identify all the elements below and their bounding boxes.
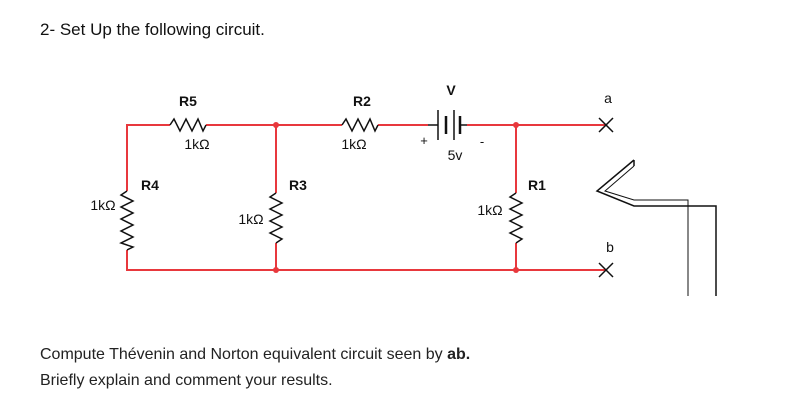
resistor-r4 <box>119 190 135 251</box>
label-r1-value: 1kΩ <box>477 202 502 218</box>
resistors <box>119 117 524 251</box>
question-line-1: Compute Thévenin and Norton equivalent c… <box>40 346 470 364</box>
question-text: Compute Thévenin and Norton equivalent c… <box>40 346 448 363</box>
label-r2-name: R2 <box>353 93 371 109</box>
wire-bottom <box>126 250 606 271</box>
terminal-b-mark <box>598 262 614 278</box>
label-r3-value: 1kΩ <box>238 211 263 227</box>
battery-v <box>428 110 467 140</box>
label-r2-value: 1kΩ <box>341 136 366 152</box>
connector-shape <box>595 159 717 296</box>
label-r5-name: R5 <box>179 93 197 109</box>
label-terminal-a: a <box>604 90 612 106</box>
label-r3-name: R3 <box>289 177 307 193</box>
resistor-r1 <box>508 192 524 244</box>
question-line-2: Briefly explain and comment your results… <box>40 372 333 389</box>
terminal-a-mark <box>598 117 614 133</box>
junction-dot <box>513 122 519 128</box>
label-v-minus: - <box>480 134 484 149</box>
resistor-r5 <box>169 117 207 133</box>
junction-dot <box>513 267 519 273</box>
label-r5-value: 1kΩ <box>184 136 209 152</box>
label-v-name: V <box>446 82 456 98</box>
junction-dot <box>273 122 279 128</box>
resistor-r3 <box>268 192 284 244</box>
resistor-r2 <box>341 117 379 133</box>
page-title: 2- Set Up the following circuit. <box>40 20 265 39</box>
wire-top-left <box>126 124 170 191</box>
label-v-plus: + <box>420 133 428 148</box>
label-r4-value: 1kΩ <box>90 197 115 213</box>
question-terminals: ab. <box>447 346 471 363</box>
connector-outer <box>595 159 717 296</box>
label-r4-name: R4 <box>141 177 159 193</box>
label-r1-name: R1 <box>528 177 546 193</box>
connector-inner <box>603 165 689 296</box>
junctions <box>273 122 519 273</box>
junction-dot <box>273 267 279 273</box>
label-terminal-b: b <box>606 239 614 255</box>
label-v-value: 5v <box>448 147 463 163</box>
terminals <box>598 117 614 278</box>
